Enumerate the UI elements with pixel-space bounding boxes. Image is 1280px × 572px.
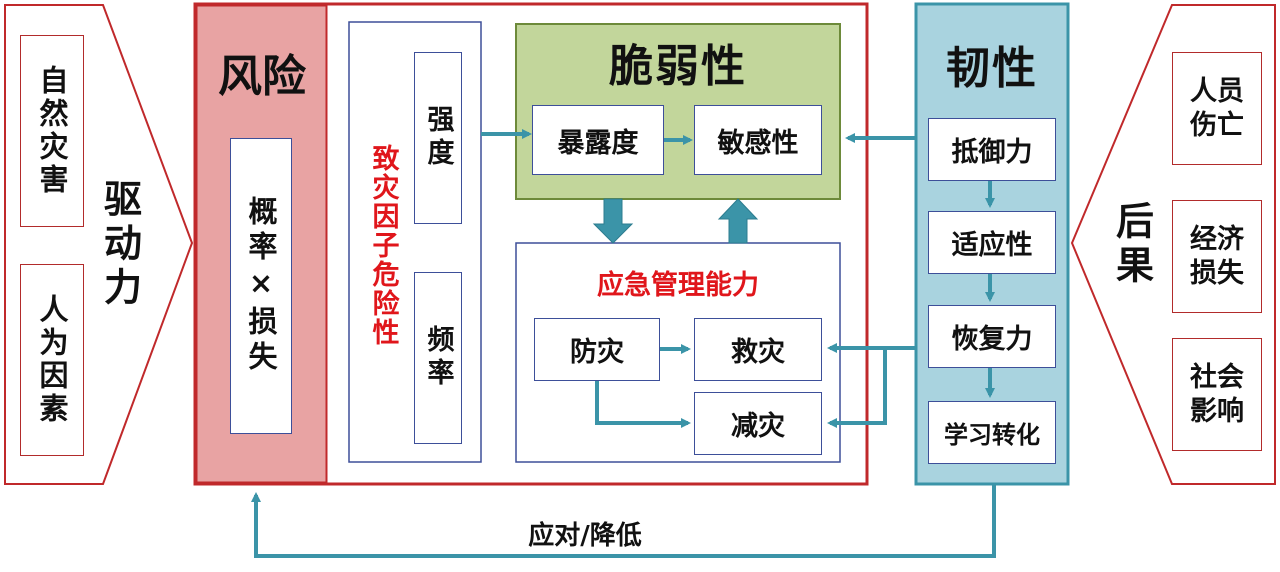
resilience-resist-label: 抵御力 — [951, 137, 1033, 168]
resilience-resist-box: 抵御力 — [928, 118, 1056, 181]
consequence-social-box: 社会影响 — [1172, 338, 1262, 451]
hazard-title: 致灾因子危险性 — [367, 143, 399, 347]
arrow-emergency-up — [717, 198, 759, 244]
risk-title: 风险 — [218, 51, 306, 102]
consequence-economic-label: 经济损失 — [1190, 223, 1244, 289]
sensitivity-label: 敏感性 — [717, 127, 799, 159]
consequence-social-label: 社会影响 — [1190, 361, 1244, 427]
feedback-label: 应对/降低 — [528, 520, 642, 551]
resilience-adapt-label: 适应性 — [951, 230, 1033, 261]
hazard-frequency-box: 频率 — [414, 272, 462, 444]
arrow-vulnerability-down — [592, 198, 634, 244]
exposure-label: 暴露度 — [557, 127, 639, 159]
hazard-intensity-box: 强度 — [414, 52, 462, 224]
prevention-box: 防灾 — [534, 318, 660, 381]
consequences-title: 后果 — [1109, 201, 1154, 289]
prevention-label: 防灾 — [570, 337, 624, 368]
hazard-intensity-label: 强度 — [422, 105, 454, 171]
drivers-title: 驱动力 — [97, 179, 142, 311]
resilience-learn-box: 学习转化 — [928, 401, 1056, 464]
resilience-title: 韧性 — [946, 43, 1038, 94]
risk-formula-box: 概率×损失 — [230, 138, 292, 434]
consequence-casualties-box: 人员伤亡 — [1172, 52, 1262, 165]
resilience-recover-box: 恢复力 — [928, 305, 1056, 368]
driver-natural-disaster: 自然灾害 — [20, 35, 84, 227]
consequence-casualties-label: 人员伤亡 — [1190, 75, 1244, 141]
resilience-adapt-box: 适应性 — [928, 211, 1056, 274]
arrow-feedback-loop — [251, 484, 996, 558]
mitigation-label: 减灾 — [731, 411, 785, 442]
driver-human-factors-label: 人为因素 — [35, 294, 69, 426]
driver-natural-disaster-label: 自然灾害 — [35, 65, 69, 197]
exposure-box: 暴露度 — [532, 105, 664, 175]
driver-human-factors: 人为因素 — [20, 264, 84, 456]
arrow-resilience-to-mitigation — [827, 348, 887, 428]
arrow-prevention-to-mitigation — [595, 381, 691, 428]
resilience-recover-label: 恢复力 — [951, 324, 1033, 355]
mitigation-box: 减灾 — [694, 392, 822, 455]
sensitivity-box: 敏感性 — [694, 105, 822, 175]
consequence-economic-box: 经济损失 — [1172, 200, 1262, 313]
risk-formula: 概率×损失 — [244, 196, 278, 376]
rescue-label: 救灾 — [731, 337, 785, 368]
rescue-box: 救灾 — [694, 318, 822, 381]
emergency-title: 应急管理能力 — [597, 269, 759, 301]
hazard-frequency-label: 频率 — [422, 325, 454, 391]
vulnerability-title: 脆弱性 — [609, 41, 747, 92]
resilience-learn-label: 学习转化 — [944, 421, 1040, 449]
